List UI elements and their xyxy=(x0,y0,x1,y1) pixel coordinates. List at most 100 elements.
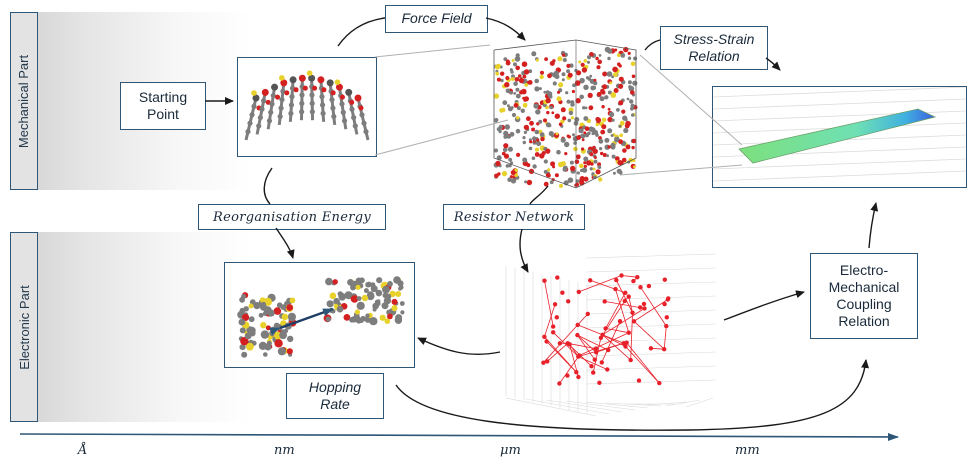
length-scale-axis xyxy=(19,432,899,441)
md-atom xyxy=(583,84,589,90)
md-atom xyxy=(554,74,560,80)
network-node xyxy=(630,310,635,315)
dimer-atom xyxy=(260,303,267,311)
oxygen-atom xyxy=(349,99,355,105)
network-node xyxy=(588,278,593,283)
md-atom xyxy=(592,148,598,154)
md-atom xyxy=(502,100,508,106)
chain-atom xyxy=(359,112,365,118)
grid-line xyxy=(585,295,717,301)
md-atom xyxy=(575,179,580,183)
network-node xyxy=(662,301,667,307)
backbone-atom xyxy=(345,88,353,96)
md-atom xyxy=(582,106,586,110)
md-atom xyxy=(547,123,552,128)
mechanical-part-text: Mechanical Part xyxy=(16,54,32,148)
resistor-edge xyxy=(605,292,626,329)
md-atom xyxy=(495,160,501,167)
force-field-box: Force Field xyxy=(385,5,488,33)
grid-line xyxy=(685,397,714,408)
dimer-atom xyxy=(399,301,405,306)
network-node xyxy=(576,289,581,295)
grid-line xyxy=(545,399,623,413)
md-atom xyxy=(590,162,594,166)
md-atom xyxy=(494,148,498,153)
md-atom xyxy=(515,93,521,99)
arrow-molecule-to-reorg xyxy=(263,167,273,205)
md-atom xyxy=(593,156,597,159)
network-node xyxy=(575,322,580,328)
resistor-edge xyxy=(628,296,633,313)
md-atom xyxy=(579,163,584,169)
md-atom xyxy=(579,94,584,100)
md-atom xyxy=(580,78,585,83)
chain-atom xyxy=(270,92,276,99)
dimer-atom xyxy=(347,279,354,286)
md-atom xyxy=(506,104,510,108)
md-atom xyxy=(510,170,516,176)
force-field-text: Force Field xyxy=(401,10,472,27)
scale-label-nm: nm xyxy=(274,443,295,458)
md-atom xyxy=(589,78,595,84)
chain-atom xyxy=(339,101,345,107)
network-node xyxy=(623,344,628,349)
md-atom xyxy=(523,69,530,75)
network-node xyxy=(638,285,643,290)
md-atom xyxy=(601,117,607,123)
md-atom xyxy=(602,153,607,157)
resistor-edge xyxy=(577,334,609,351)
chain-atom xyxy=(259,106,265,112)
md-atom xyxy=(619,133,623,138)
md-atom xyxy=(547,168,551,172)
dimer-atom xyxy=(387,281,393,287)
md-atom xyxy=(617,160,623,166)
network-node xyxy=(662,347,667,352)
network-node xyxy=(619,273,624,278)
network-node xyxy=(589,364,594,369)
sulfur-atom xyxy=(251,90,257,96)
electronic-part-label: Electronic Part xyxy=(10,232,38,422)
md-atom xyxy=(505,59,510,64)
md-atom xyxy=(593,78,597,82)
md-atom xyxy=(590,127,596,133)
dimer-atom xyxy=(332,279,338,285)
md-atom xyxy=(607,90,612,95)
resistor-edge xyxy=(578,342,624,357)
md-atom xyxy=(522,157,528,163)
md-atom xyxy=(567,177,574,183)
md-atom xyxy=(580,168,584,173)
sulfur-atom xyxy=(306,70,313,77)
network-node xyxy=(560,290,565,295)
md-atom xyxy=(534,86,540,92)
resistor-edge xyxy=(640,286,667,327)
network-node xyxy=(622,298,627,304)
network-node xyxy=(541,360,546,365)
resistor-edge xyxy=(567,342,596,349)
md-atom xyxy=(517,74,522,78)
dimer-atom xyxy=(372,307,377,312)
chain-atom xyxy=(277,113,283,120)
md-atom xyxy=(544,57,548,61)
md-atom xyxy=(543,118,547,123)
md-atom xyxy=(529,120,534,126)
md-atom xyxy=(595,117,600,122)
md-atom xyxy=(596,91,602,97)
md-atom xyxy=(540,70,544,75)
md-atom xyxy=(494,119,498,123)
md-atom xyxy=(555,132,559,136)
resistor-edge xyxy=(601,321,621,363)
chain-atom xyxy=(257,114,263,121)
network-node xyxy=(662,277,667,282)
dimer-atom xyxy=(260,322,267,329)
oxygen-atom xyxy=(358,105,364,111)
md-atom xyxy=(598,54,602,57)
backbone-atom xyxy=(317,76,325,84)
network-node xyxy=(557,381,562,386)
network-node xyxy=(542,278,547,283)
md-atom xyxy=(620,53,626,58)
md-atom xyxy=(569,160,574,165)
md-atom xyxy=(575,98,581,104)
backbone-atom xyxy=(261,88,269,96)
zoom-line-top xyxy=(374,44,491,58)
fem-strip xyxy=(738,108,937,164)
